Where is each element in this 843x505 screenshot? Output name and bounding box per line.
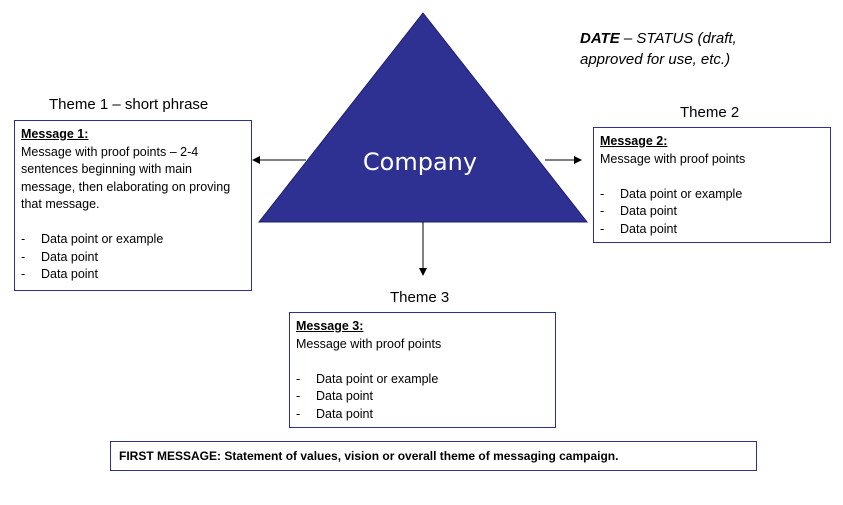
message-3-body: Message with proof points: [296, 336, 442, 351]
message-2-title: Message 2:: [600, 134, 668, 148]
message-1-box: Message 1: Message with proof points – 2…: [14, 120, 252, 291]
first-message-text: FIRST MESSAGE: Statement of values, visi…: [119, 449, 619, 463]
first-message-box: FIRST MESSAGE: Statement of values, visi…: [110, 441, 757, 471]
message-1-body: Message with proof points – 2-4 sentence…: [21, 144, 231, 212]
list-item: -Data point: [600, 221, 677, 236]
message-1-title: Message 1:: [21, 127, 89, 141]
date-label: DATE: [580, 30, 620, 47]
list-item: -Data point: [296, 389, 373, 403]
status-text: – STATUS (draft,: [619, 30, 737, 47]
list-item: -Data point or example: [21, 232, 164, 246]
message-3-box: Message 3: Message with proof points -Da…: [289, 312, 556, 428]
list-item: -Data point: [21, 267, 98, 281]
message-2-points: -Data point or example -Data point -Data…: [600, 186, 824, 239]
message-2-body: Message with proof points: [600, 151, 746, 166]
message-2-box: Message 2: Message with proof points -Da…: [593, 127, 831, 243]
theme-3-label: Theme 3: [390, 289, 450, 306]
message-3-title: Message 3:: [296, 319, 364, 333]
date-status-note: DATE – STATUS (draft, approved for use, …: [580, 28, 737, 70]
list-item: -Data point: [21, 249, 98, 264]
theme-2-label: Theme 2: [680, 104, 740, 121]
list-item: -Data point or example: [296, 371, 439, 386]
theme-1-label: Theme 1 – short phrase: [49, 96, 209, 113]
company-triangle: [257, 12, 589, 223]
list-item: -Data point: [600, 204, 677, 218]
message-3-points: -Data point or example -Data point -Data…: [296, 371, 549, 424]
list-item: -Data point or example: [600, 186, 743, 201]
company-label: Company: [363, 148, 477, 176]
list-item: -Data point: [296, 406, 373, 421]
message-1-points: -Data point or example -Data point -Data…: [21, 231, 245, 284]
status-text-line-2: approved for use, etc.): [580, 51, 731, 68]
